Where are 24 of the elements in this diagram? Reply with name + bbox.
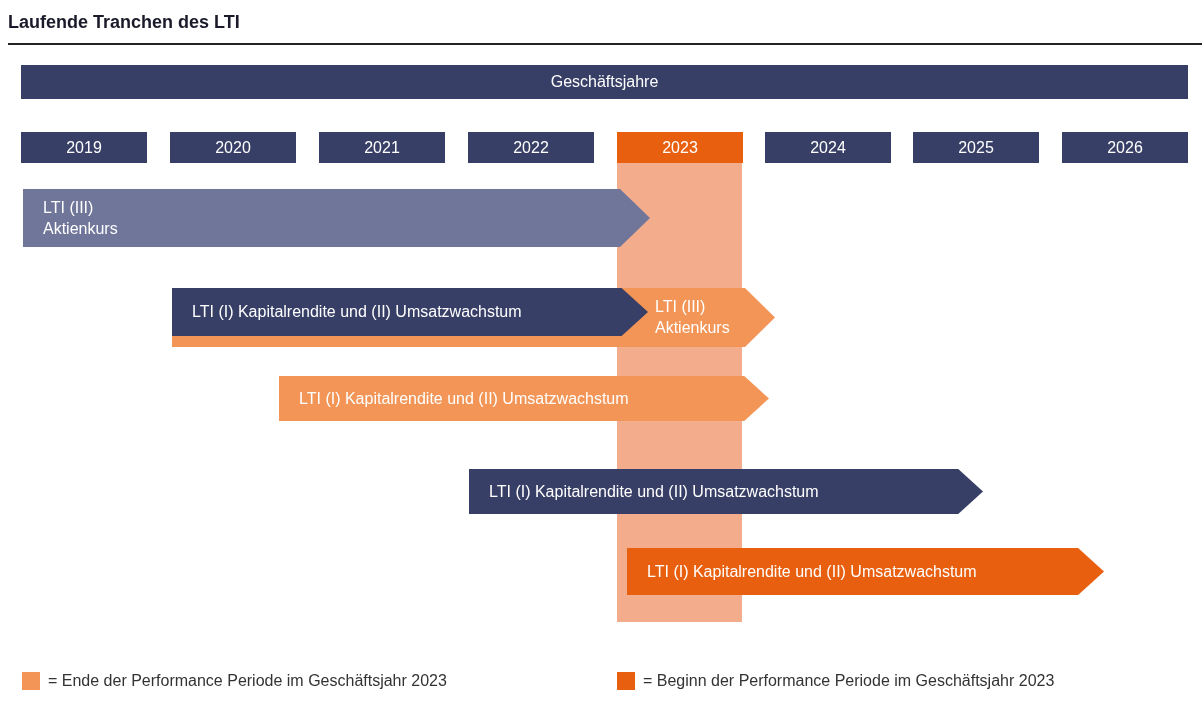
- tranche-bar: [627, 548, 1104, 595]
- year-box: 2020: [170, 132, 296, 163]
- year-box: 2024: [765, 132, 891, 163]
- legend-text: = Ende der Performance Periode im Geschäftsjahr 2023: [48, 672, 447, 690]
- tranche-bar: [279, 376, 769, 421]
- year-box: 2021: [319, 132, 445, 163]
- tranche-bar: [172, 288, 775, 347]
- title: Laufende Tranchen des LTI: [8, 12, 240, 33]
- year-box: 2019: [21, 132, 147, 163]
- tranche-label: LTI (III) Aktienkurs: [655, 297, 731, 338]
- tranche-bar: [469, 469, 983, 514]
- year-box: 2023: [617, 132, 743, 163]
- year-box: 2025: [913, 132, 1039, 163]
- header-band: Geschäftsjahre: [21, 65, 1188, 99]
- tranche-label: LTI (I) Kapitalrendite und (II) Umsatzwachstum: [192, 303, 522, 321]
- legend-text: = Beginn der Performance Periode im Geschäftsjahr 2023: [643, 672, 1055, 690]
- tranche-label: LTI (III) Aktienkurs: [43, 198, 119, 239]
- tranche-label: LTI (I) Kapitalrendite und (II) Umsatzwachstum: [489, 482, 819, 501]
- tranche-bar: [23, 189, 650, 247]
- tranche-label: LTI (I) Kapitalrendite und (II) Umsatzwachstum: [647, 562, 977, 581]
- tranche-bar: [172, 288, 648, 336]
- year-box: 2026: [1062, 132, 1188, 163]
- tranche-label: LTI (I) Kapitalrendite und (II) Umsatzwachstum: [299, 389, 629, 408]
- year-box: 2022: [468, 132, 594, 163]
